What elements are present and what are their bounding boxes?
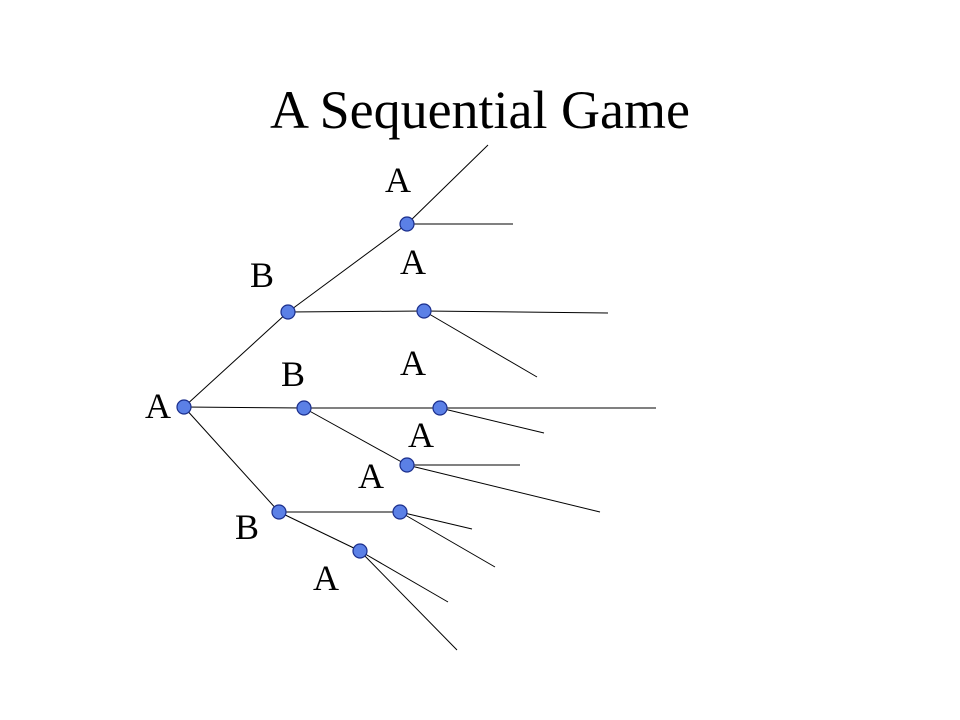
decision-node xyxy=(399,216,415,232)
decision-node xyxy=(392,504,408,520)
terminal-edge xyxy=(439,407,545,434)
tree-nodes xyxy=(176,216,448,559)
branch-edge xyxy=(183,406,305,409)
player-label: A xyxy=(400,343,426,383)
terminal-edge xyxy=(423,310,609,314)
player-label: A xyxy=(358,456,384,496)
player-label: A xyxy=(408,415,434,455)
player-label: A xyxy=(400,242,426,282)
terminal-edge xyxy=(406,464,601,513)
terminal-edge xyxy=(399,511,473,530)
decision-node xyxy=(399,457,415,473)
player-label: B xyxy=(235,507,259,547)
terminal-edge xyxy=(359,550,449,603)
decision-node xyxy=(280,304,296,320)
branch-edge xyxy=(287,310,425,313)
terminal-edge xyxy=(359,550,458,651)
terminal-edge xyxy=(423,310,538,378)
decision-node xyxy=(416,303,432,319)
branch-edge xyxy=(303,407,408,466)
tree-edges xyxy=(183,144,656,651)
decision-node xyxy=(432,400,448,416)
decision-node xyxy=(352,543,368,559)
player-label: A xyxy=(385,160,411,200)
branch-edge xyxy=(183,406,280,513)
branch-edge xyxy=(183,311,289,408)
decision-node xyxy=(271,504,287,520)
decision-node xyxy=(296,400,312,416)
player-label: B xyxy=(281,354,305,394)
player-label: B xyxy=(250,255,274,295)
page-title: A Sequential Game xyxy=(270,80,690,140)
root-decision-node xyxy=(176,399,192,415)
player-label: A xyxy=(313,558,339,598)
player-label: A xyxy=(145,386,171,426)
branch-edge xyxy=(278,511,361,552)
terminal-edge xyxy=(406,144,489,225)
branch-edge xyxy=(287,223,408,313)
terminal-edge xyxy=(399,511,496,568)
